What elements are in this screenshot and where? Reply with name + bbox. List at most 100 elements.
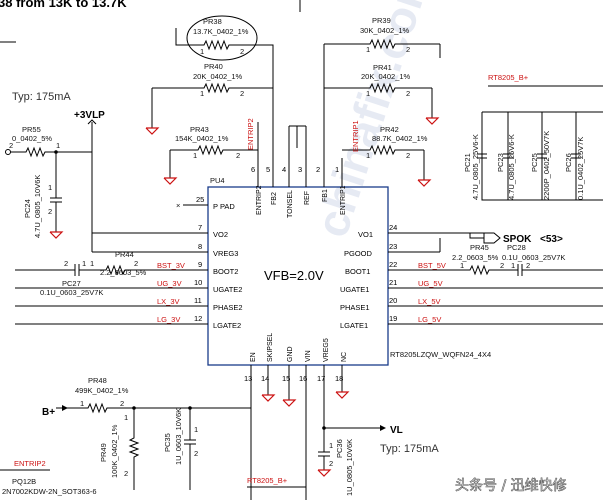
pin-num: 19 — [389, 314, 397, 323]
pr42-resistor: PR42 88.7K_0402_1% 1 2 — [342, 125, 428, 160]
ground-symbol — [425, 117, 440, 125]
ground-symbol — [335, 391, 350, 399]
ground-symbol — [163, 177, 178, 185]
pc24-capacitor: 1 2 PC24 4.7U_0805_10V6K — [23, 152, 62, 238]
net-ug-3v: UG_3V — [157, 279, 182, 288]
pr38-value: 13.7K_0402_1% — [193, 27, 249, 36]
pin-name: REF — [304, 191, 311, 205]
pr42-ref: PR42 — [380, 125, 399, 134]
pr42-pin1: 1 — [366, 151, 370, 160]
pr55-value: 0_0402_5% — [12, 134, 52, 143]
pc36-ref: PC36 — [335, 439, 344, 458]
pc23-capacitor: PC23 4.7U_0805_25V6-K — [496, 134, 516, 200]
pin-name: SKIPSEL — [267, 333, 274, 362]
pr40-pin1: 1 — [200, 89, 204, 98]
pr40-value: 20K_0402_1% — [193, 72, 243, 81]
pr55-pin1: 1 — [56, 141, 60, 150]
pr39-ref: PR39 — [372, 16, 391, 25]
right-pins: 24 VO1 23 PGOOD 22 BOOT1 21 UGATE1 20 PH… — [340, 223, 603, 330]
pin-name: PHASE1 — [340, 303, 370, 312]
pin-num: 5 — [266, 165, 270, 174]
pin-name: NC — [341, 352, 348, 362]
pc21-ref: PC21 — [463, 153, 472, 172]
pin-name: VREG3 — [213, 249, 238, 258]
pin-name: PGOOD — [344, 249, 373, 258]
pin-num: 17 — [317, 374, 325, 383]
ic-center-text: VFB=2.0V — [264, 268, 324, 283]
pr41-resistor: PR41 20K_0402_1% 1 2 — [324, 63, 432, 98]
pc36-capacitor: 1 2 PC36 1U_0805_10V6K — [318, 439, 354, 496]
pr49-ref: PR49 — [99, 443, 108, 462]
pin-num: 25 — [196, 195, 204, 204]
pr39-pin2: 2 — [406, 45, 410, 54]
ic-pu4: PU4 VFB=2.0V RT8205LZQW_WQFN24_4X4 25 P … — [15, 44, 603, 500]
pr43-pin2: 2 — [236, 151, 240, 160]
pin-name: ENTRIP1 — [340, 185, 347, 215]
pc27-pin1: 1 — [82, 259, 86, 268]
pc36-pin2: 2 — [329, 459, 333, 468]
net-rt8205-bplus-bottom: RT8205_B+ — [247, 476, 288, 485]
net-vl: VL — [390, 425, 403, 436]
pin-name: VREG5 — [323, 338, 330, 362]
pin-name: VO2 — [213, 230, 228, 239]
pr49-pin2: 2 — [124, 469, 128, 478]
net-bst-5v: BST_5V — [418, 261, 446, 270]
pr43-ref: PR43 — [190, 125, 209, 134]
net-rt8205-bplus-top: RT8205_B+ — [488, 73, 529, 82]
pin-name: VIN — [305, 350, 312, 362]
pr38-pin2: 2 — [240, 47, 244, 56]
pc36-value: 1U_0805_10V6K — [345, 439, 354, 496]
pr55-resistor: PR55 0_0402_5% 2 1 — [9, 125, 92, 158]
pr45-ref: PR45 — [470, 243, 489, 252]
pin-num: 24 — [389, 223, 397, 232]
pin-name: UGATE1 — [340, 285, 369, 294]
pr43-resistor: PR43 154K_0402_1% 1 2 — [170, 125, 258, 160]
ground-symbol — [145, 127, 160, 135]
pin-name: EN — [250, 352, 257, 362]
pin-num: 13 — [244, 374, 252, 383]
pr38-pin1: 1 — [200, 47, 204, 56]
pr48-ref: PR48 — [88, 376, 107, 385]
pr38-ref: PR38 — [203, 17, 222, 26]
net-3vlp: +3VLP — [74, 110, 105, 121]
pc28-ref: PC28 — [507, 243, 526, 252]
net-bst-3v: BST_3V — [157, 261, 185, 270]
pr43-pin1: 1 — [193, 151, 197, 160]
pin-name: TONSEL — [287, 190, 294, 218]
pr44-pin2: 2 — [134, 259, 138, 268]
pc23-ref: PC23 — [496, 153, 505, 172]
pc21-capacitor: PC21 4.7U_0805_25V6-K — [463, 134, 487, 200]
pc25-ref: PC25 — [530, 153, 539, 172]
pr39-resistor: PR39 30K_0402_1% 1 2 — [324, 16, 440, 54]
ic-ref: PU4 — [210, 176, 225, 185]
pr39-pin1: 1 — [366, 45, 370, 54]
nc-x-mark: × — [176, 201, 180, 210]
pr44-pin1: 1 — [90, 259, 94, 268]
pc26-value: 0.1U_0402_25V7K — [576, 137, 585, 200]
pr45-pin1: 1 — [460, 261, 464, 270]
net-lg-5v: LG_5V — [418, 315, 441, 324]
pin-num: 4 — [282, 165, 286, 174]
pin-num: 20 — [389, 296, 397, 305]
pr41-pin2: 2 — [406, 89, 410, 98]
pc26-capacitor: PC26 0.1U_0402_25V7K — [564, 137, 585, 200]
pr49-value: 100K_0402_1% — [110, 424, 119, 478]
pin-num: 15 — [282, 374, 290, 383]
pr45-resistor: PR45 2.2_0603_5% 1 2 — [452, 243, 505, 276]
pin-name: P PAD — [213, 202, 235, 211]
pin-num: 18 — [335, 374, 343, 383]
pr55-ref: PR55 — [22, 125, 41, 134]
net-lg-3v: LG_3V — [157, 315, 180, 324]
pr55-pin2: 2 — [9, 141, 13, 150]
pc35-pin2: 2 — [194, 449, 198, 458]
pin-num: 11 — [194, 296, 202, 305]
pc35-value: 1U_0603_10V6K — [174, 408, 183, 465]
pin-name: ENTRIP2 — [256, 185, 263, 215]
net-ug-5v: UG_5V — [418, 279, 443, 288]
pin-num: 8 — [198, 242, 202, 251]
pin-name: UGATE2 — [213, 285, 242, 294]
spok-offpage: SPOK <53> — [469, 232, 563, 245]
pr40-pin2: 2 — [240, 89, 244, 98]
pr48-resistor: PR48 499K_0402_1% 1 2 — [62, 376, 251, 414]
